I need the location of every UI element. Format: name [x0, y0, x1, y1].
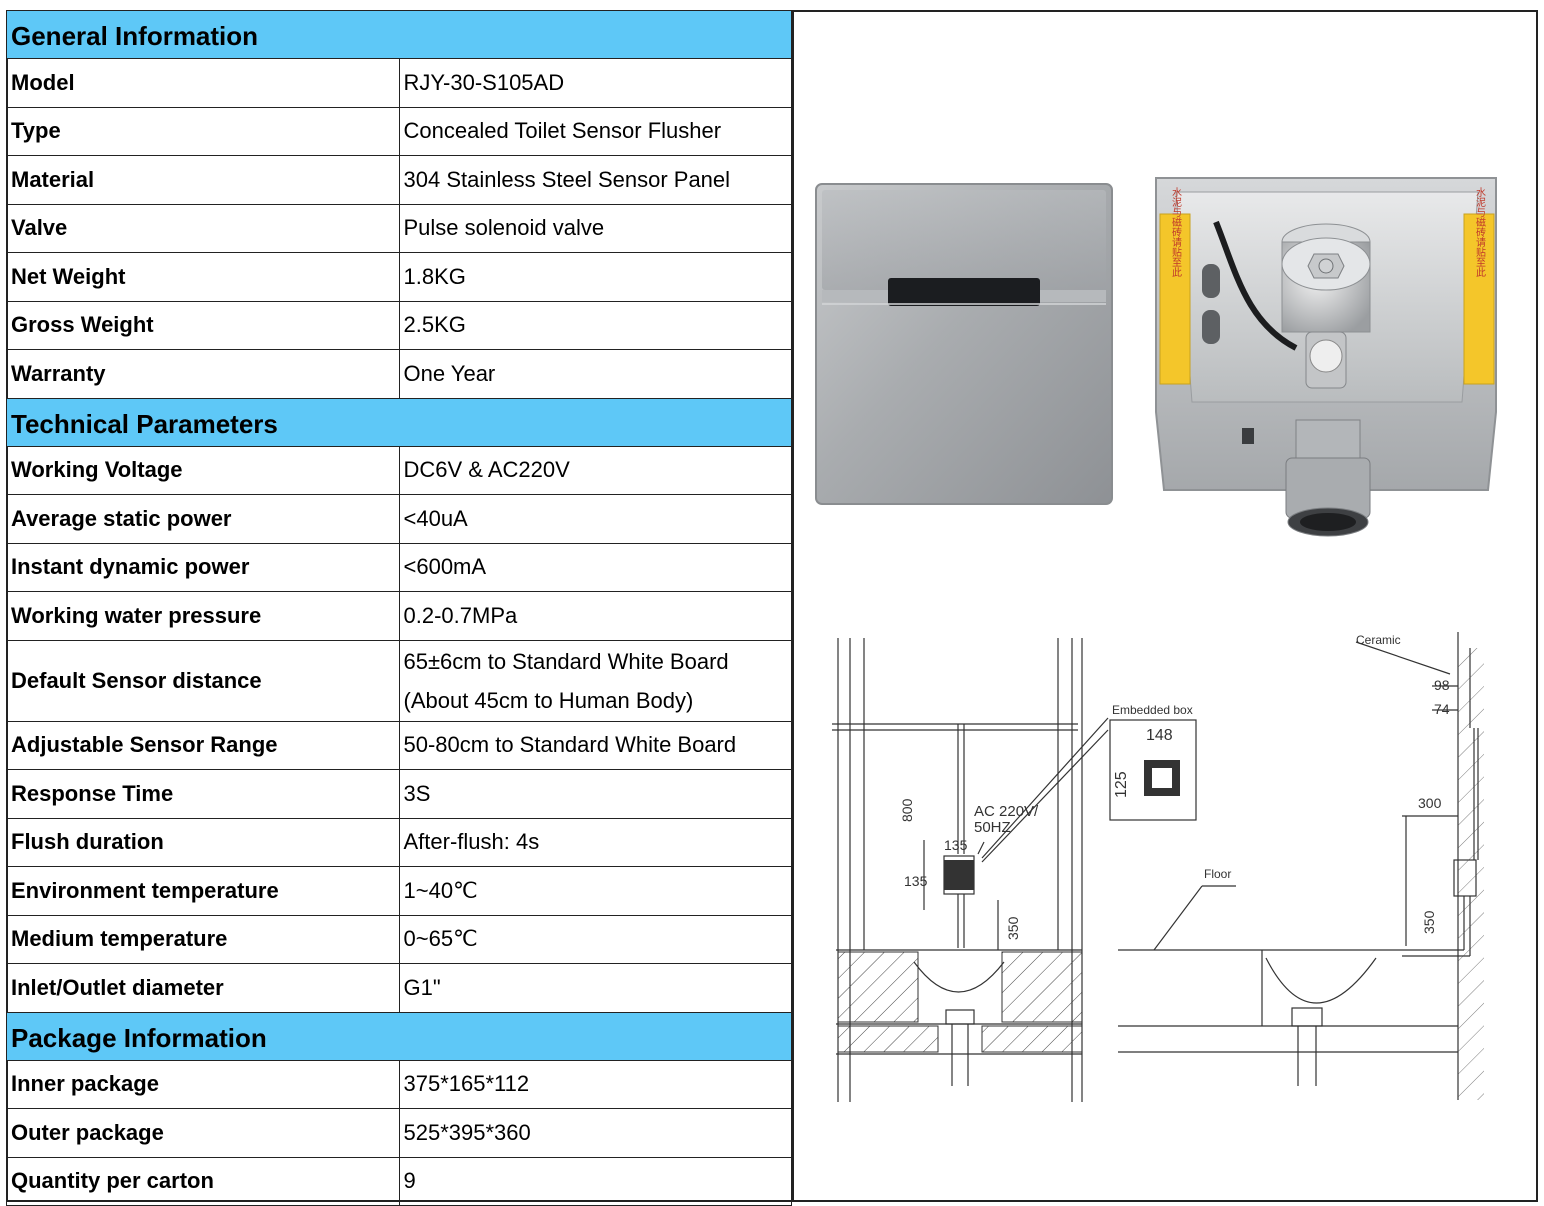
- spec-label: Inlet/Outlet diameter: [6, 963, 400, 1013]
- spec-value: DC6V & AC220V: [398, 445, 792, 495]
- spec-value: RJY-30-S105AD: [398, 58, 792, 108]
- spec-label: Flush duration: [6, 817, 400, 867]
- spec-value: 525*395*360: [398, 1108, 792, 1158]
- spec-label: Material: [6, 155, 400, 205]
- spec-label: Gross Weight: [6, 300, 400, 350]
- embedded-box-photo: 水泥与磁砖请贴至此 水泥与磁砖请贴至此: [1155, 177, 1497, 537]
- spec-value: 65±6cm to Standard White Board (About 45c…: [398, 639, 792, 722]
- spec-value: 9: [398, 1156, 792, 1206]
- spec-label: Valve: [6, 203, 400, 253]
- spec-label: Model: [6, 58, 400, 108]
- spec-label: Working Voltage: [6, 445, 400, 495]
- spec-value-line: 65±6cm to Standard White Board: [403, 648, 729, 674]
- dim-74: 74: [1434, 701, 1450, 717]
- spec-value: <600mA: [398, 542, 792, 592]
- dim-300: 300: [1418, 795, 1442, 811]
- spec-value: After-flush: 4s: [398, 817, 792, 867]
- frequency-label: 50HZ: [974, 819, 1011, 836]
- dim-135-side: 135: [904, 873, 928, 889]
- spec-label: Type: [6, 106, 400, 156]
- spec-value: 50-80cm to Standard White Board: [398, 720, 792, 770]
- floor-label: Floor: [1204, 867, 1231, 881]
- dim-135-top: 135: [944, 837, 968, 853]
- spec-value: Concealed Toilet Sensor Flusher: [398, 106, 792, 156]
- spec-label: Instant dynamic power: [6, 542, 400, 592]
- spec-label: Response Time: [6, 769, 400, 819]
- spec-label: Warranty: [6, 349, 400, 399]
- spec-value: 375*165*112: [398, 1059, 792, 1109]
- embedded-box-label: Embedded box: [1112, 703, 1193, 717]
- spec-label: Average static power: [6, 494, 400, 544]
- spec-value: G1": [398, 963, 792, 1013]
- installation-drawing-front: 800 135 135 AC 220V/ 50HZ 350 Embedded b…: [832, 638, 1197, 1102]
- installation-drawing-side: Ceramic 98 74 300 Floor 350: [1118, 632, 1484, 1100]
- spec-value: 1.8KG: [398, 252, 792, 302]
- spec-value: One Year: [398, 349, 792, 399]
- dim-350-side: 350: [1421, 910, 1437, 934]
- warning-label-right: 水泥与磁砖请贴至此: [1474, 187, 1486, 277]
- spec-value: 304 Stainless Steel Sensor Panel: [398, 155, 792, 205]
- warning-label-left: 水泥与磁砖请贴至此: [1170, 187, 1182, 277]
- spec-label: Inner package: [6, 1059, 400, 1109]
- section-package-information: Package Information: [6, 1011, 792, 1061]
- spec-value: 0.2-0.7MPa: [398, 591, 792, 641]
- spec-value: Pulse solenoid valve: [398, 203, 792, 253]
- dim-350-front: 350: [1005, 916, 1021, 940]
- spec-label: Outer package: [6, 1108, 400, 1158]
- spec-label: Environment temperature: [6, 866, 400, 916]
- box-width-148: 148: [1146, 727, 1173, 744]
- section-technical-parameters: Technical Parameters: [6, 397, 792, 447]
- box-height-125: 125: [1113, 771, 1130, 798]
- sensor-panel-photo: [815, 183, 1113, 505]
- spec-value: <40uA: [398, 494, 792, 544]
- spec-value: 3S: [398, 769, 792, 819]
- dim-height-800: 800: [899, 798, 915, 822]
- power-label: AC 220V/: [974, 803, 1039, 820]
- spec-label: Net Weight: [6, 252, 400, 302]
- spec-label: Default Sensor distance: [6, 639, 400, 722]
- spec-label: Quantity per carton: [6, 1156, 400, 1206]
- spec-label: Working water pressure: [6, 591, 400, 641]
- spec-label: Medium temperature: [6, 914, 400, 964]
- spec-value-line: (About 45cm to Human Body): [403, 687, 694, 713]
- spec-label: Adjustable Sensor Range: [6, 720, 400, 770]
- ceramic-label: Ceramic: [1356, 633, 1401, 647]
- spec-value: 0~65℃: [398, 914, 792, 964]
- spec-value: 1~40℃: [398, 866, 792, 916]
- dim-98: 98: [1434, 677, 1450, 693]
- spec-value: 2.5KG: [398, 300, 792, 350]
- section-general-information: General Information: [6, 10, 792, 59]
- column-divider: [792, 10, 794, 1202]
